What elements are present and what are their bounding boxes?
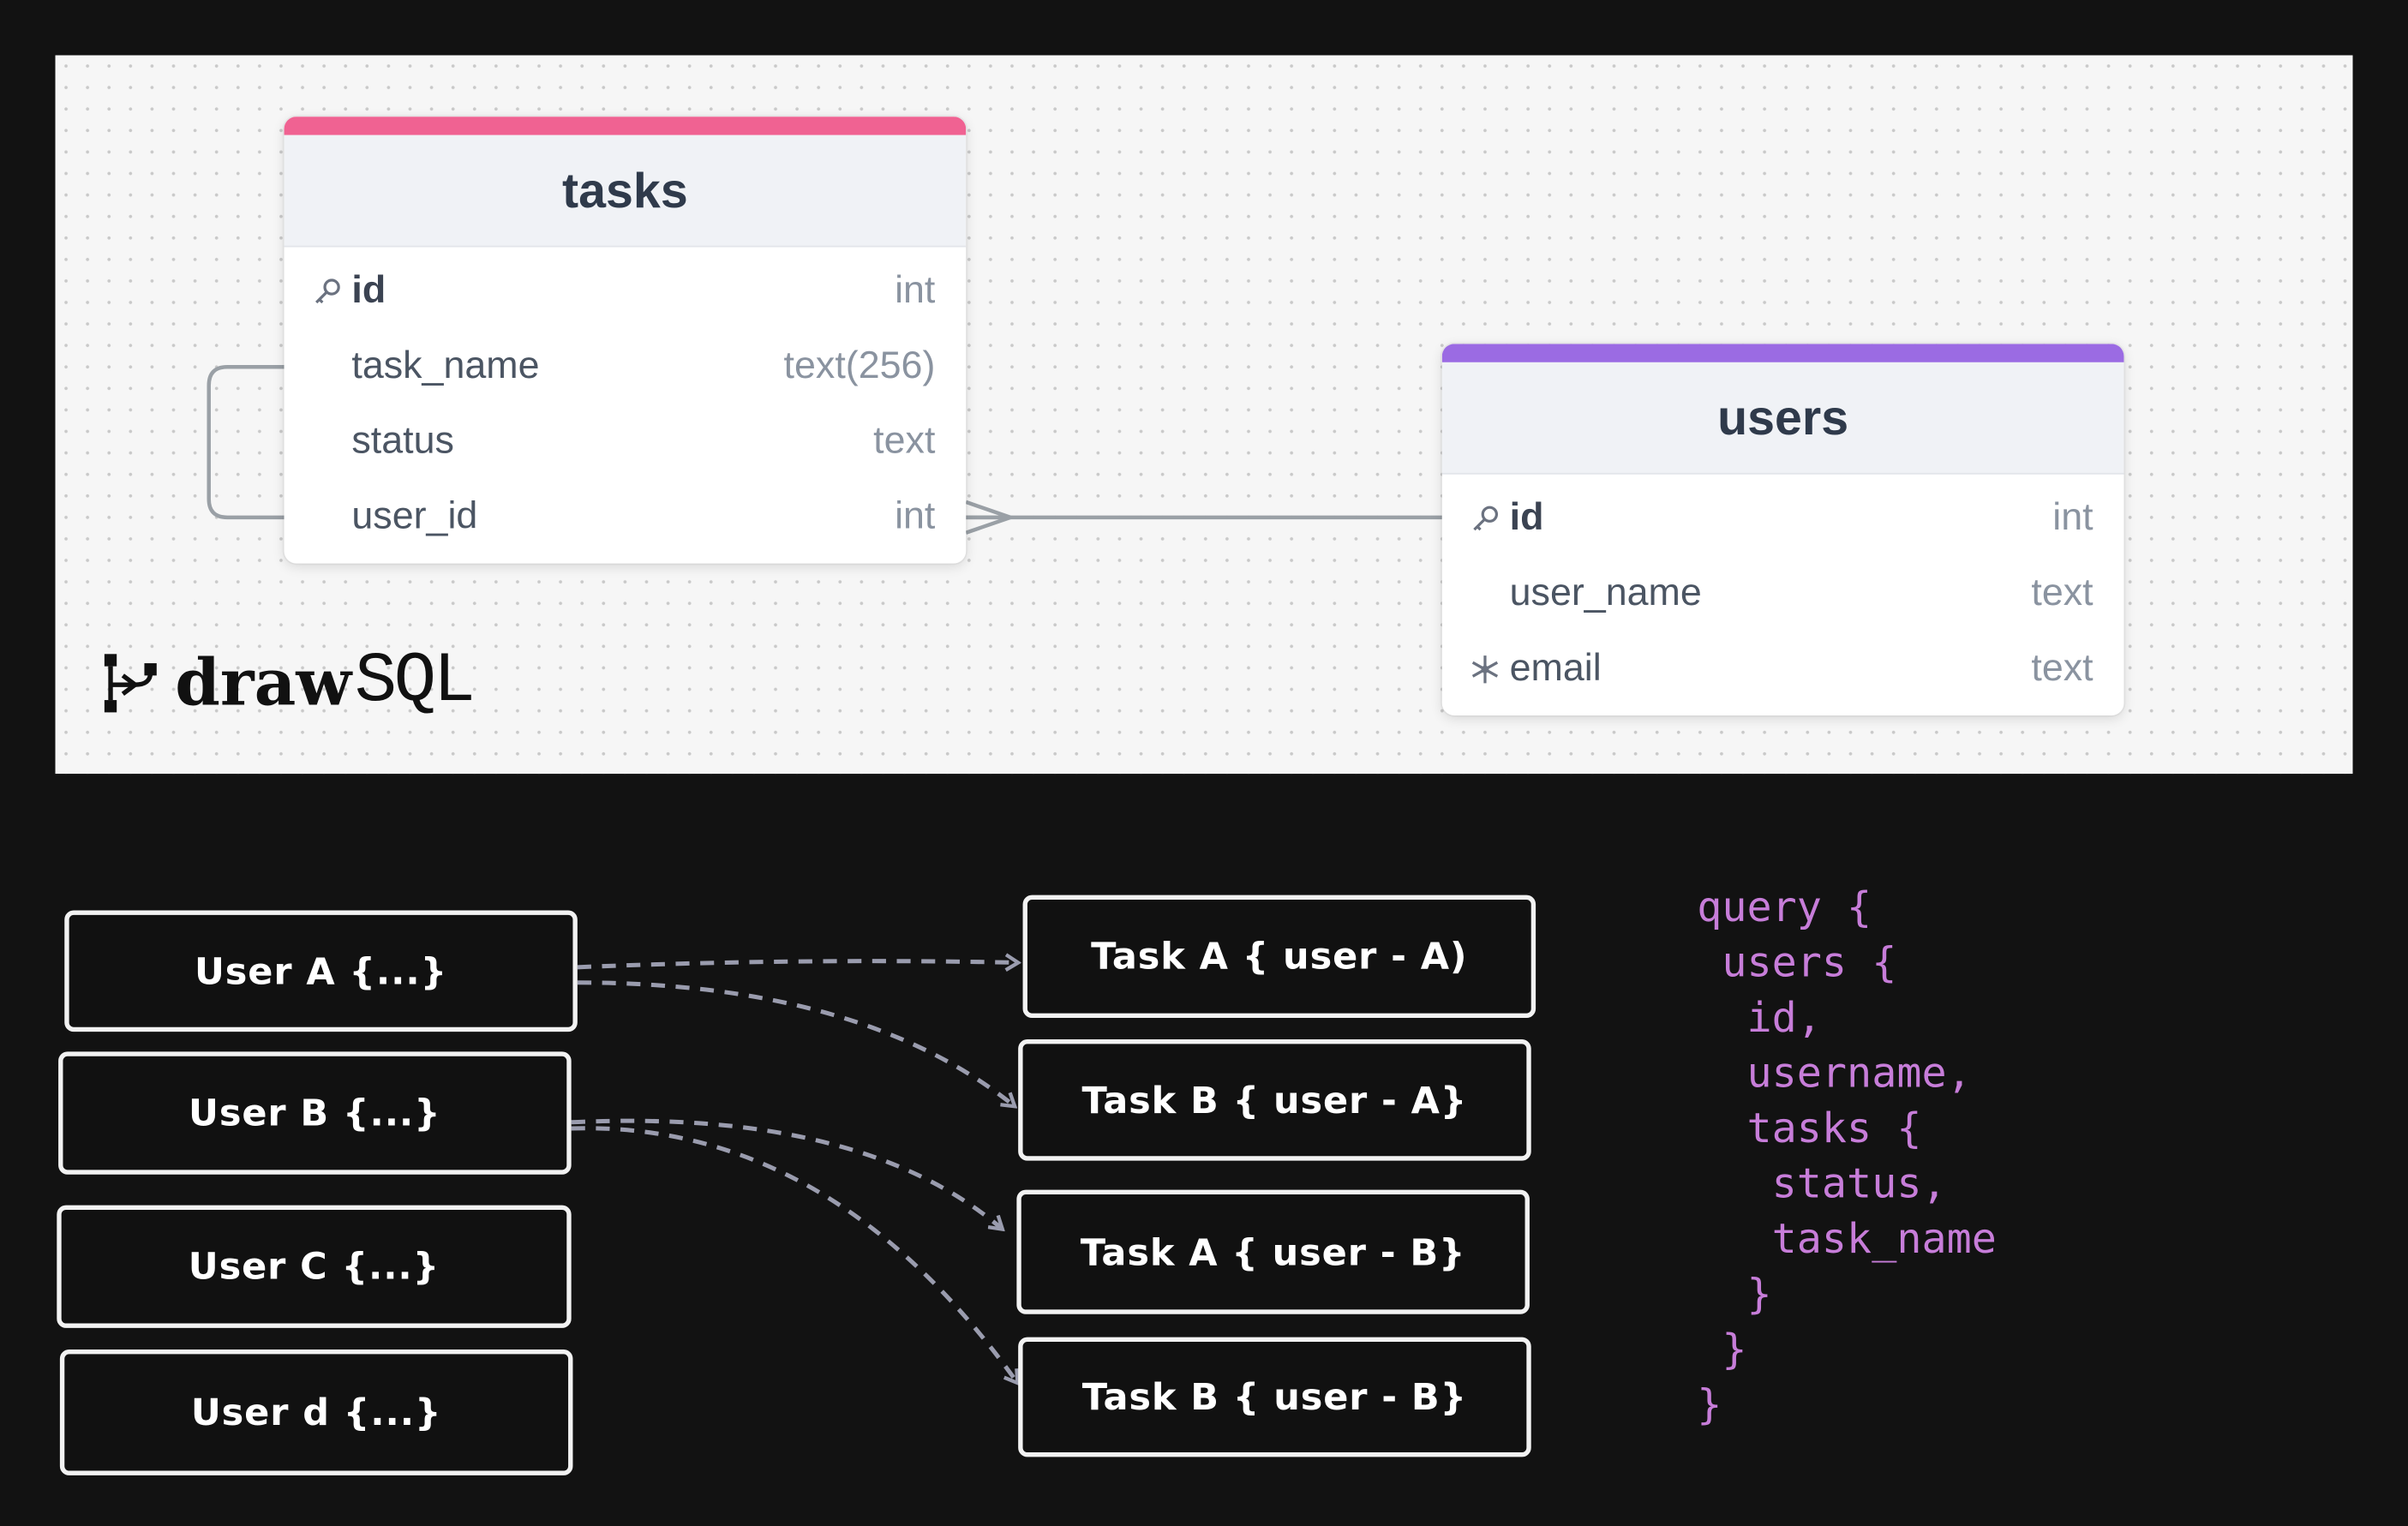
column-name: email (1509, 646, 1602, 690)
link-arrow (577, 961, 1017, 967)
logo-word-draw: draw (175, 643, 352, 720)
column-type: int (895, 494, 936, 538)
link-arrow (571, 1126, 1017, 1382)
column-row-id[interactable]: id int (1442, 481, 2124, 556)
table-accent-bar (284, 117, 967, 135)
graphql-query: query { users { id, username, tasks { st… (1697, 884, 1997, 1430)
logo-word-sql: SQL (354, 641, 476, 722)
task-box[interactable]: Task A { user - A) (1022, 895, 1536, 1018)
column-row-status[interactable]: status text (285, 404, 967, 479)
column-name: id (351, 268, 386, 312)
table-accent-bar (1441, 344, 2124, 362)
column-name: id (1509, 495, 1544, 539)
table-title[interactable]: users (1441, 362, 2124, 475)
self-relation-line (207, 365, 286, 520)
user-box[interactable]: User A {...} (64, 910, 578, 1032)
user-box[interactable]: User C {...} (57, 1205, 572, 1328)
table-title[interactable]: tasks (284, 135, 967, 248)
crows-foot-icon (965, 500, 1017, 535)
column-row-email[interactable]: email text (1442, 631, 2124, 706)
column-type: int (895, 268, 936, 312)
column-type: int (2052, 495, 2094, 539)
user-box[interactable]: User d {...} (59, 1349, 573, 1475)
column-name: user_id (351, 494, 478, 538)
snowflake-icon (1470, 653, 1510, 684)
link-arrow (577, 980, 1014, 1105)
column-row-user-name[interactable]: user_name text (1442, 556, 2124, 631)
table-tasks[interactable]: tasks id int task_name text(256) status text u… (284, 117, 967, 564)
column-type: text (873, 419, 936, 463)
task-box[interactable]: Task B { user - A} (1018, 1039, 1531, 1161)
link-arrow (571, 1118, 1002, 1228)
key-icon (312, 276, 352, 307)
column-type: text (2031, 646, 2094, 690)
table-columns: id int task_name text(256) status text user_id… (285, 247, 967, 563)
column-type: text(256) (783, 344, 936, 387)
column-row-id[interactable]: id int (285, 254, 967, 329)
column-row-user-id[interactable]: user_id int (285, 479, 967, 554)
task-box[interactable]: Task A { user - B} (1016, 1189, 1530, 1314)
column-row-task-name[interactable]: task_name text(256) (285, 328, 967, 404)
key-icon (1470, 503, 1510, 534)
column-name: user_name (1509, 571, 1702, 614)
relation-lines (207, 365, 1442, 535)
drawsql-logo-icon (104, 654, 157, 713)
column-name: status (351, 419, 454, 463)
user-box[interactable]: User B {...} (58, 1051, 572, 1175)
column-name: task_name (351, 344, 540, 387)
column-type: text (2031, 571, 2094, 614)
task-box[interactable]: Task B { user - B} (1018, 1337, 1531, 1457)
drawsql-logo: draw SQL (101, 641, 476, 722)
